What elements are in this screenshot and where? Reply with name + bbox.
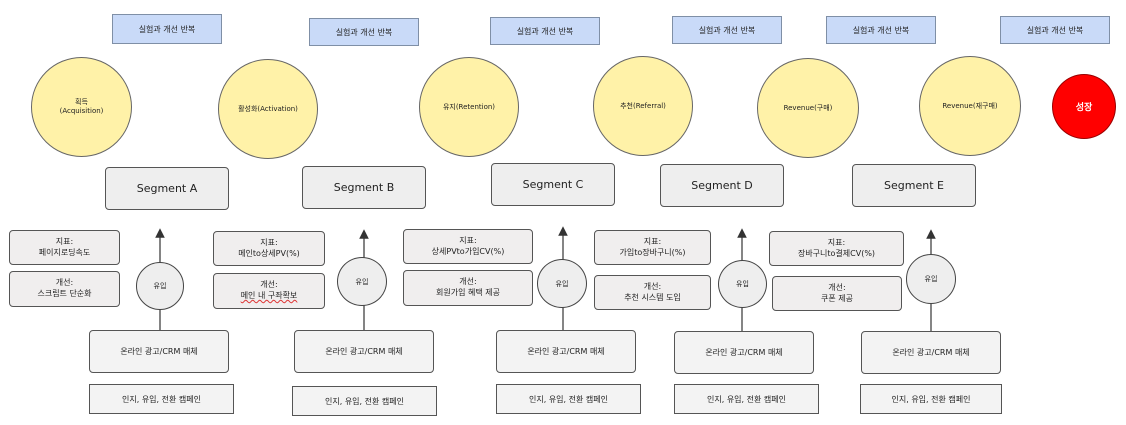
campaign-box: 인지, 유입, 전환 캠페인 (292, 386, 437, 416)
improvement-box: 개선: 쿠폰 제공 (772, 276, 902, 311)
metric-box: 지표: 메인to상세PV(%) (213, 231, 325, 266)
stage-activation: 활성화(Activation) (218, 59, 318, 159)
metric-text: 상세PVto가입CV(%) (431, 246, 505, 256)
metric-text: 가입to장바구니(%) (619, 247, 686, 257)
inflow-circle: 유입 (136, 262, 184, 310)
segment-b: Segment B (302, 166, 426, 209)
stage-referral: 추천(Referral) (593, 56, 693, 156)
stage-revenue-purchase: Revenue(구매) (757, 58, 859, 158)
campaign-box: 인지, 유입, 전환 캠페인 (674, 384, 819, 414)
stage-acquisition: 획득 (Acquisition) (31, 57, 132, 157)
inflow-circle: 유입 (906, 254, 956, 304)
campaign-box: 인지, 유입, 전환 캠페인 (89, 384, 234, 414)
metric-title: 지표: (459, 235, 477, 245)
improvement-box: 개선: 스크립트 단순화 (9, 271, 120, 307)
segment-c: Segment C (491, 163, 615, 206)
banner-experiment: 실험과 개선 반복 (112, 14, 222, 44)
campaign-box: 인지, 유입, 전환 캠페인 (860, 384, 1002, 414)
metric-title: 지표: (827, 237, 846, 247)
banner-experiment: 실험과 개선 반복 (672, 16, 782, 44)
metric-text: 장바구니to결제CV(%) (797, 248, 876, 258)
segment-d: Segment D (660, 164, 784, 207)
channel-box: 온라인 광고/CRM 매체 (496, 330, 636, 373)
metric-box: 지표: 페이지로딩속도 (9, 230, 120, 265)
metric-title: 지표: (643, 236, 662, 246)
channel-box: 온라인 광고/CRM 매체 (674, 331, 814, 374)
metric-text: 메인to상세PV(%) (238, 248, 300, 258)
improvement-box: 개선: 메인 내 구좌확보 (213, 273, 325, 309)
banner-experiment: 실험과 개선 반복 (1000, 16, 1110, 44)
growth-circle: 성장 (1052, 74, 1116, 139)
channel-box: 온라인 광고/CRM 매체 (861, 331, 1001, 374)
stage-retention: 유지(Retention) (419, 57, 519, 157)
inflow-circle: 유입 (337, 257, 387, 306)
stage-revenue-repurchase: Revenue(재구매) (919, 56, 1021, 156)
inflow-circle: 유입 (718, 260, 767, 308)
improvement-title: 개선: (55, 278, 74, 288)
banner-experiment: 실험과 개선 반복 (490, 17, 600, 45)
metric-box: 지표: 가입to장바구니(%) (594, 230, 711, 265)
metric-title: 지표: (55, 236, 74, 246)
metric-title: 지표: (260, 237, 278, 247)
improvement-text: 메인 내 구좌확보 (240, 291, 298, 300)
improvement-title: 개선: (459, 277, 477, 287)
improvement-box: 개선: 회원가입 혜택 제공 (403, 270, 533, 306)
segment-a: Segment A (105, 167, 229, 210)
banner-experiment: 실험과 개선 반복 (826, 16, 936, 44)
metric-text: 페이지로딩속도 (38, 247, 91, 257)
improvement-text: 추천 시스템 도입 (624, 292, 681, 302)
channel-box: 온라인 광고/CRM 매체 (294, 330, 434, 373)
improvement-title: 개선: (643, 281, 662, 291)
improvement-box: 개선: 추천 시스템 도입 (594, 275, 711, 310)
inflow-circle: 유입 (537, 259, 587, 308)
channel-box: 온라인 광고/CRM 매체 (89, 330, 229, 373)
improvement-text: 회원가입 혜택 제공 (436, 288, 500, 297)
metric-box: 지표: 장바구니to결제CV(%) (769, 231, 904, 266)
metric-box: 지표: 상세PVto가입CV(%) (403, 229, 533, 264)
improvement-text: 쿠폰 제공 (821, 293, 853, 303)
campaign-box: 인지, 유입, 전환 캠페인 (496, 384, 641, 414)
segment-e: Segment E (852, 164, 976, 207)
improvement-title: 개선: (260, 280, 278, 290)
improvement-text: 스크립트 단순화 (37, 289, 92, 298)
banner-experiment: 실험과 개선 반복 (309, 18, 419, 46)
improvement-title: 개선: (828, 282, 846, 292)
